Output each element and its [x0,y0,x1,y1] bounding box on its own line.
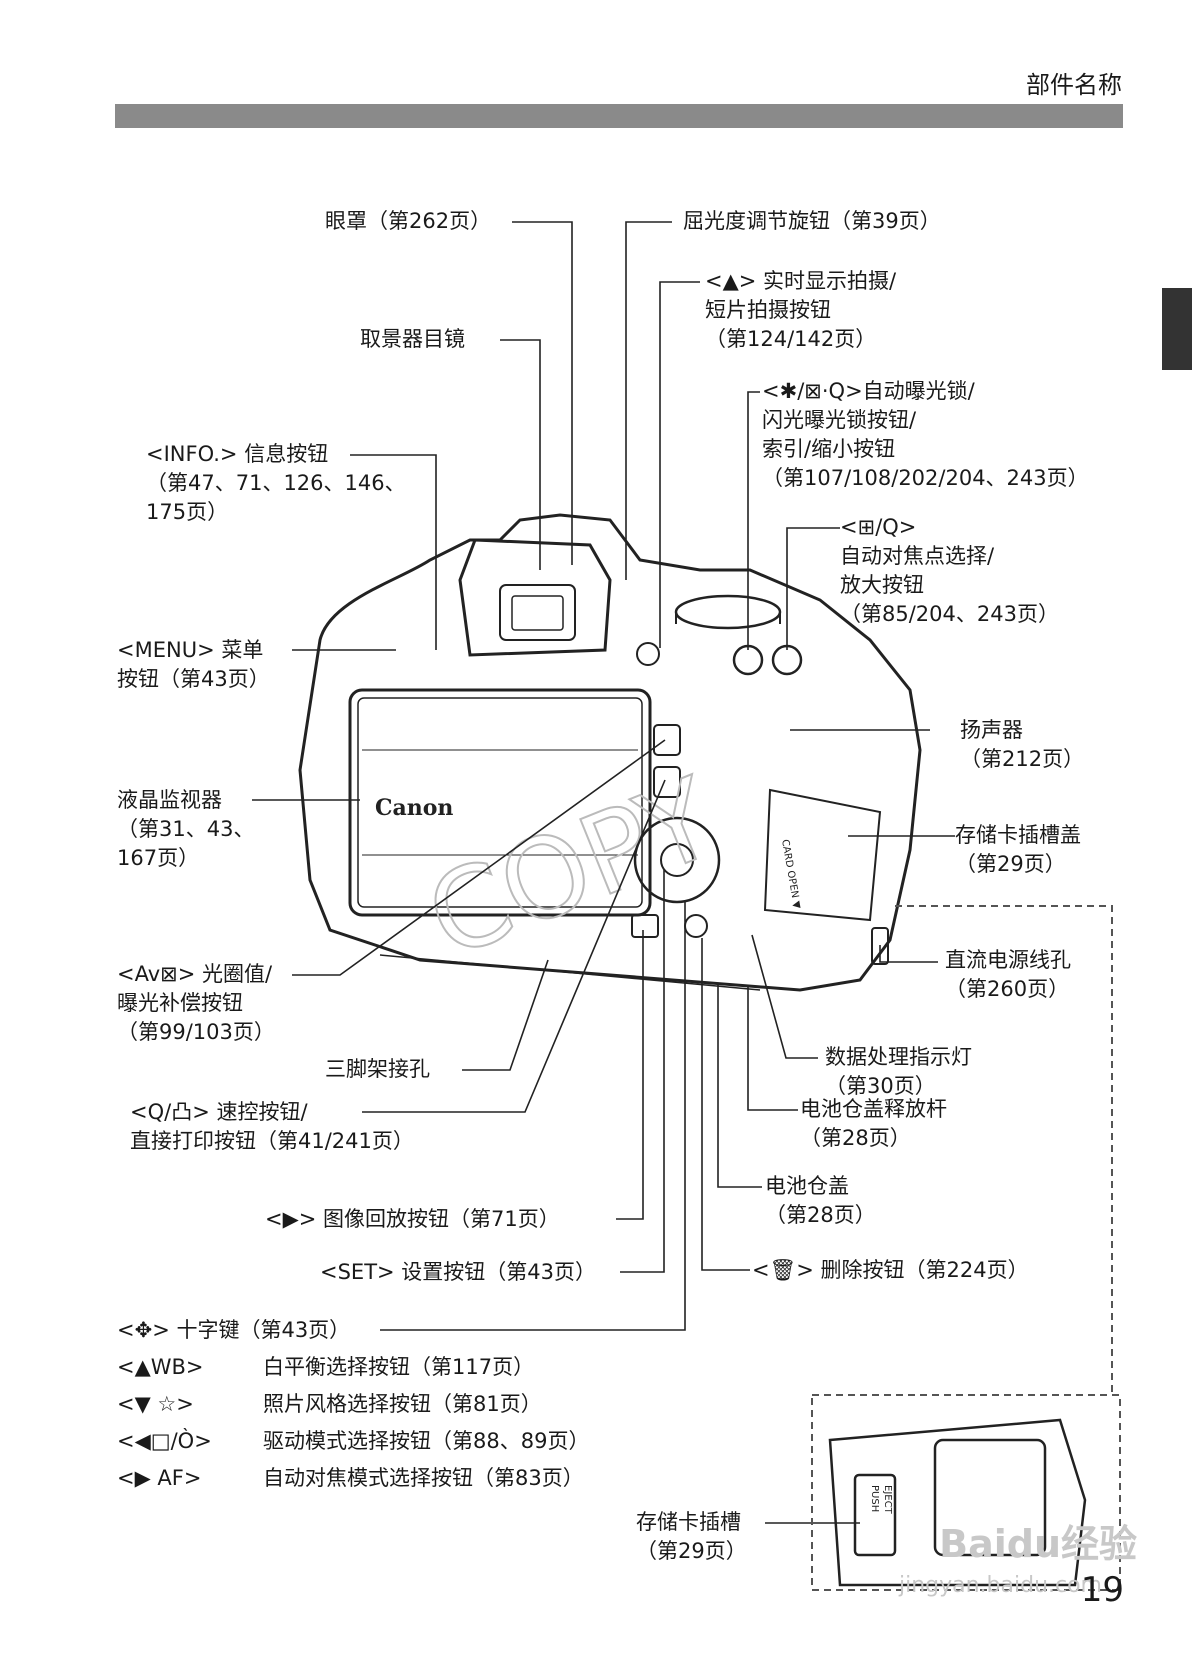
callout-menu: <MENU> 菜单按钮（第43页） [117,638,270,691]
callout-cross: <✥> 十字键（第43页） [117,1318,351,1342]
baidu-url: jingyan.baidu.com [898,1573,1102,1598]
header-bar [115,104,1123,128]
baidu-watermark: Baidu经验 [939,1522,1137,1566]
chapter-tab [1162,288,1192,370]
callout-tripod: 三脚架接孔 [325,1057,430,1081]
callout-erase: <🗑> 删除按钮（第224页） [752,1258,1029,1282]
push-text: PUSH [869,1485,880,1512]
callout-liveview: <▲> 实时显示拍摄/短片拍摄按钮（第124/142页） [705,269,897,351]
callout-dc-hole: 直流电源线孔（第260页） [945,948,1071,1001]
callout-speaker: 扬声器（第212页） [960,718,1085,771]
callout-lcd: 液晶监视器（第31、43、167页） [117,788,255,870]
callout-af-point: <⊞/Q>自动对焦点选择/放大按钮（第85/204、243页） [840,515,1059,626]
page-number: 19 [1080,1570,1124,1610]
callout-info: <INFO.> 信息按钮（第47、71、126、146、175页） [146,442,406,524]
callout-av: <Av⊠> 光圈值/曝光补偿按钮（第99/103页） [117,962,275,1044]
section-title: 部件名称 [1026,71,1122,99]
callout-card-slot: 存储卡插槽（第29页） [636,1510,747,1563]
callout-battery-cover: 电池仓盖（第28页） [765,1174,876,1227]
callout-viewfinder: 取景器目镜 [360,327,465,351]
crosskey-row: <◀□/Ò>驱动模式选择按钮（第88、89页） [117,1429,590,1453]
callout-battery-lever: 电池仓盖释放杆（第28页） [800,1097,947,1150]
callout-card-cover: 存储卡插槽盖（第29页） [955,823,1081,876]
crosskey-row: <▶ AF>自动对焦模式选择按钮（第83页） [117,1466,584,1490]
callout-eyecup: 眼罩（第262页） [325,209,492,233]
callout-access-lamp: 数据处理指示灯（第30页） [825,1045,972,1098]
callout-q: <Q/凸> 速控按钮/直接打印按钮（第41/241页） [130,1100,414,1153]
callout-ae-lock: <✱/⊠·Q>自动曝光锁/闪光曝光锁按钮/索引/缩小按钮（第107/108/20… [762,379,1089,490]
callout-set: <SET> 设置按钮（第43页） [320,1260,597,1284]
brand-text: Canon [375,795,453,821]
crosskey-row: <▼ ☆>照片风格选择按钮（第81页） [117,1392,542,1416]
crosskey-row: <▲WB>白平衡选择按钮（第117页） [117,1355,535,1379]
callout-play: <▶> 图像回放按钮（第71页） [265,1207,560,1231]
callout-diopter: 屈光度调节旋钮（第39页） [683,209,941,233]
eject-text: EJECT [882,1485,893,1515]
card-open-text: CARD OPEN ▼ [779,839,802,910]
